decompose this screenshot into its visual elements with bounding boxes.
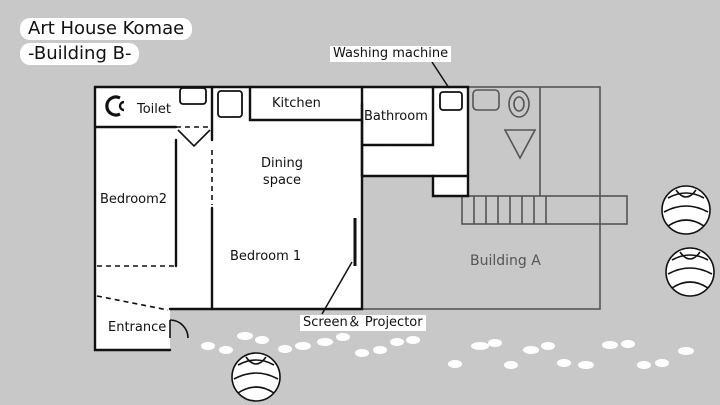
- entrance-door-icon: [169, 319, 189, 339]
- stepping-stones: [201, 332, 694, 369]
- shrub-icon: [231, 352, 281, 402]
- building-a: [361, 86, 628, 310]
- room-label-bathroom: Bathroom: [364, 109, 428, 124]
- toilet-symbol-icon: [105, 95, 121, 117]
- toilet-tank-icon: [179, 87, 207, 105]
- title-line-2: -Building B-: [20, 43, 140, 65]
- door-swing-icon: [503, 129, 537, 160]
- sink-icon: [472, 89, 500, 111]
- doors: [169, 129, 211, 339]
- callout-washing-machine: Washing machine: [330, 46, 452, 62]
- shrub-icon: [665, 247, 715, 297]
- room-label-toilet: Toilet: [137, 102, 172, 117]
- callout-screen-projector: Screen＆ Projector: [300, 315, 426, 331]
- title-line-1: Art House Komae: [20, 18, 193, 40]
- shrub-icon: [661, 185, 711, 235]
- stairs: [461, 195, 628, 225]
- door-swing-icon: [177, 129, 211, 148]
- room-label-entrance: Entrance: [108, 320, 167, 335]
- room-label-dining: Dining space: [261, 156, 303, 188]
- building-a-label: Building A: [470, 253, 541, 269]
- washing-machine-icon: [439, 91, 463, 111]
- room-label-bedroom1: Bedroom 1: [230, 249, 302, 264]
- toilet-icon: [508, 90, 530, 118]
- room-label-bedroom2: Bedroom2: [100, 192, 168, 207]
- fridge-icon: [217, 90, 243, 118]
- room-label-kitchen: Kitchen: [272, 96, 321, 111]
- building-b: [93, 85, 470, 352]
